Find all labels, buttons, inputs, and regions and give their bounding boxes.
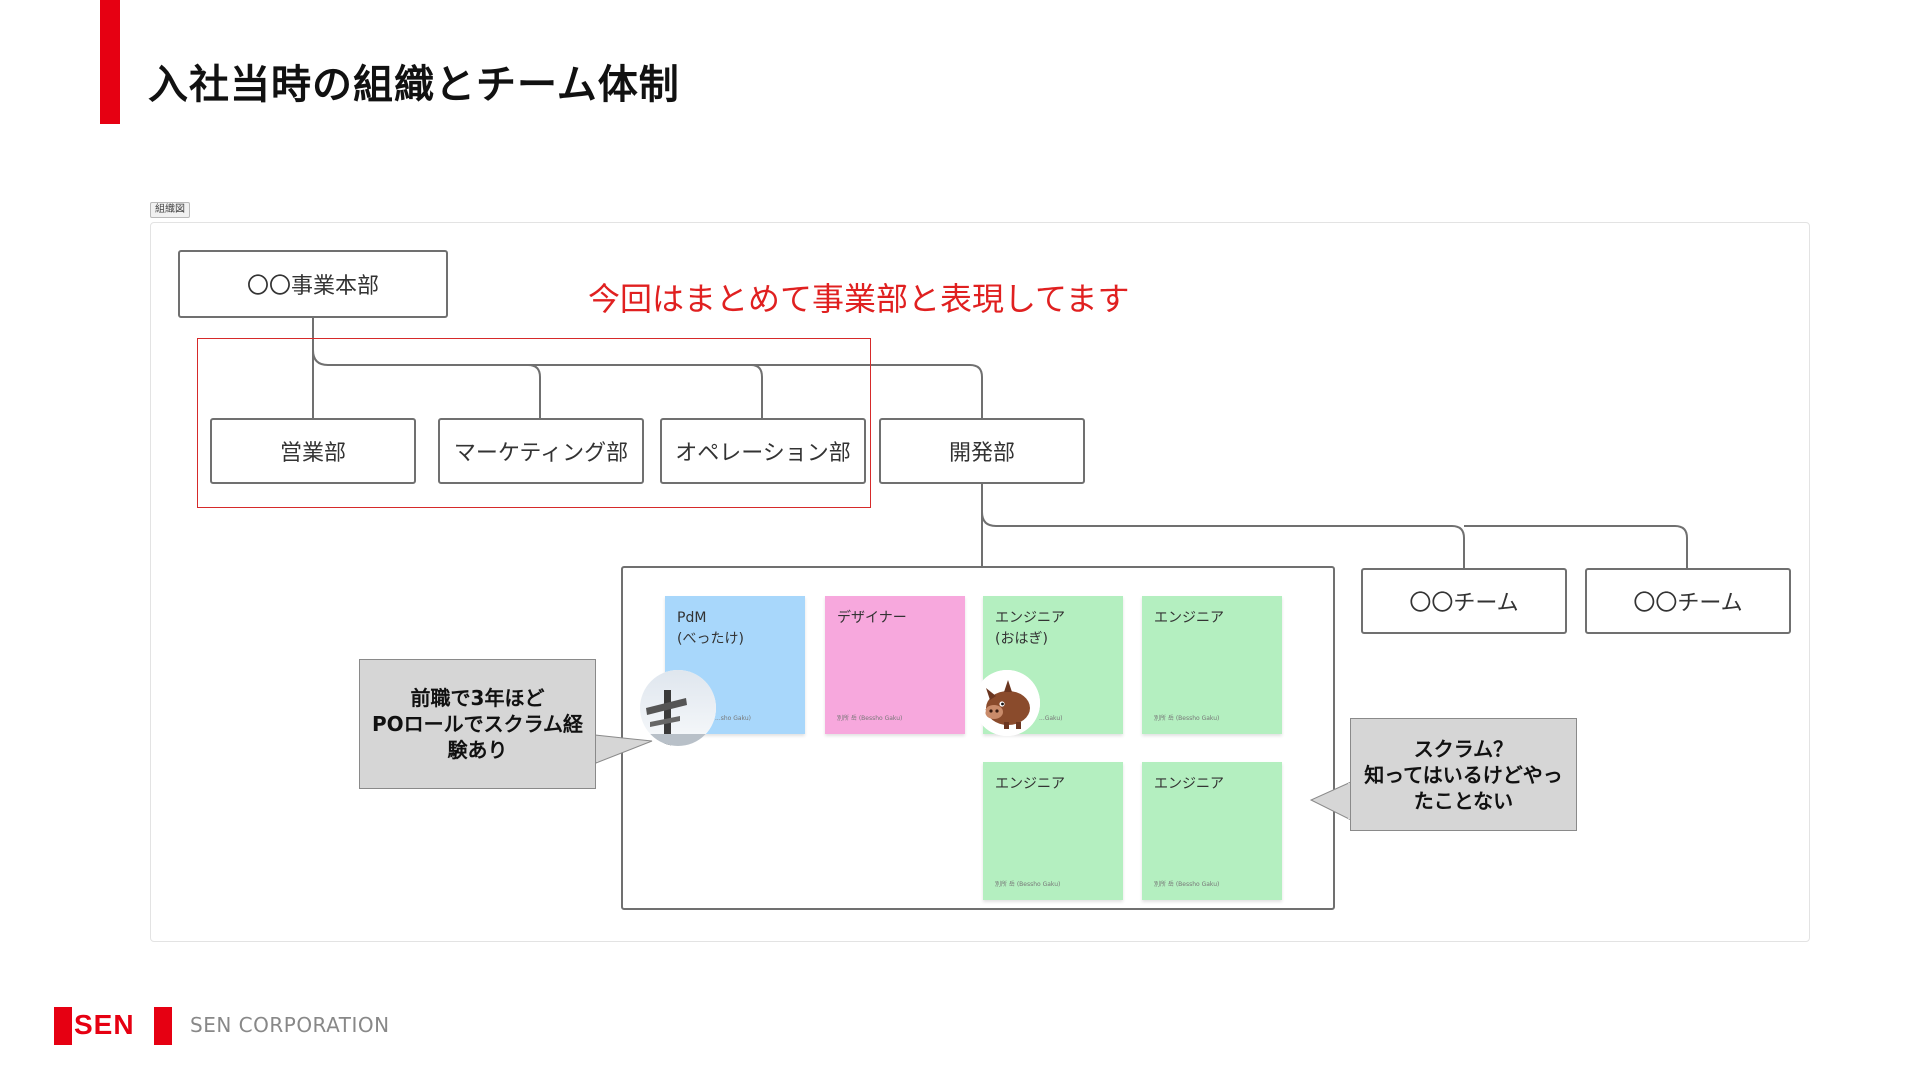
boar-mascot-icon xyxy=(974,670,1040,736)
dept-operations-box[interactable]: オペレーション部 xyxy=(660,418,866,484)
connector-root-bus xyxy=(312,349,983,418)
sticky-name: 別所 岳 (Bessho Gaku) xyxy=(995,881,1061,888)
org-root-label: 〇〇事業本部 xyxy=(246,274,379,299)
dept-development-label: 開発部 xyxy=(948,441,1015,466)
callout-left-tail xyxy=(594,734,653,764)
callout-left[interactable]: 前職で3年ほど POロールでスクラム経 験あり xyxy=(359,659,596,789)
sticky-name: 別所 岳 (Bessho Gaku) xyxy=(1154,715,1220,722)
frame-label[interactable]: 組織図 xyxy=(150,202,190,218)
sticky-role: エンジニア xyxy=(995,776,1065,792)
org-root-box[interactable]: 〇〇事業本部 xyxy=(178,250,448,318)
sticky-name: 別所 岳 (Bessho Gaku) xyxy=(837,715,903,722)
highlight-note: 今回はまとめて事業部と表現してます xyxy=(588,280,1130,318)
dept-development-box[interactable]: 開発部 xyxy=(879,418,1085,484)
sen-logo-icon xyxy=(54,1007,172,1045)
dept-operations-label: オペレーション部 xyxy=(675,441,851,466)
team-a-box[interactable]: 〇〇チーム xyxy=(1361,568,1567,634)
sticky-engineer-4[interactable]: エンジニア 別所 岳 (Bessho Gaku) xyxy=(1142,762,1282,900)
title-accent-bar xyxy=(100,0,120,124)
connector-operations xyxy=(750,364,763,418)
sticky-engineer-2[interactable]: エンジニア 別所 岳 (Bessho Gaku) xyxy=(1142,596,1282,734)
dept-sales-label: 営業部 xyxy=(279,441,346,466)
sticky-name: ...sho Gaku) xyxy=(715,715,751,722)
sticky-role: エンジニア (おはぎ) xyxy=(995,610,1065,647)
connector-dev-bus xyxy=(981,511,1465,568)
sticky-name: ...Gaku) xyxy=(1039,715,1063,722)
sticky-pdm[interactable]: PdM (べったけ) ...sho Gaku) xyxy=(665,596,805,734)
sticky-role: エンジニア xyxy=(1154,776,1224,792)
avatar-ohagi xyxy=(974,670,1040,736)
dept-marketing-label: マーケティング部 xyxy=(453,441,629,466)
company-name: SEN CORPORATION xyxy=(190,1013,390,1037)
connector-marketing xyxy=(527,364,541,418)
dept-marketing-box[interactable]: マーケティング部 xyxy=(438,418,644,484)
logo-text: SEN xyxy=(74,1009,135,1040)
sticky-engineer-3[interactable]: エンジニア 別所 岳 (Bessho Gaku) xyxy=(983,762,1123,900)
business-divisions-highlight xyxy=(197,338,871,508)
dept-sales-box[interactable]: 営業部 xyxy=(210,418,416,484)
callout-right-tail xyxy=(1309,781,1352,821)
team-b-label: 〇〇チーム xyxy=(1633,591,1743,616)
sticky-role: エンジニア xyxy=(1154,610,1224,626)
sticky-role: デザイナー xyxy=(837,610,907,626)
team-a-label: 〇〇チーム xyxy=(1409,591,1519,616)
page-title: 入社当時の組織とチーム体制 xyxy=(148,62,680,108)
sticky-name: 別所 岳 (Bessho Gaku) xyxy=(1154,881,1220,888)
callout-right[interactable]: スクラム？ 知ってはいるけどやっ たことない xyxy=(1350,718,1577,831)
team-b-box[interactable]: 〇〇チーム xyxy=(1585,568,1791,634)
sticky-role: PdM (べったけ) xyxy=(677,610,744,647)
sticky-designer[interactable]: デザイナー 別所 岳 (Bessho Gaku) xyxy=(825,596,965,734)
connector-team-b xyxy=(1464,525,1688,568)
